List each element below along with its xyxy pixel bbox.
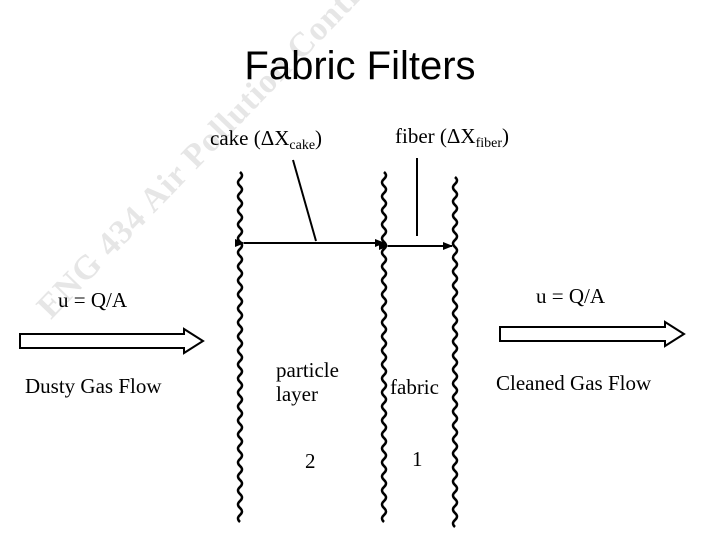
cake-left-boundary bbox=[236, 171, 244, 523]
fiber-thickness-label: fiber (ΔXfiber) bbox=[395, 124, 509, 151]
cake-leader-line bbox=[292, 159, 317, 242]
cake-thickness-label: cake (ΔXcake) bbox=[210, 126, 323, 153]
cleaned-gas-flow-label: Cleaned Gas Flow bbox=[496, 371, 652, 395]
cake-fabric-boundary bbox=[380, 171, 388, 523]
page-title: Fabric Filters bbox=[244, 44, 476, 88]
layer-number-1: 1 bbox=[412, 447, 423, 471]
dusty-gas-flow-label: Dusty Gas Flow bbox=[25, 374, 162, 398]
fabric-label: fabric bbox=[390, 375, 439, 399]
fabric-right-boundary bbox=[451, 176, 459, 528]
outlet-flow-arrow bbox=[499, 320, 686, 348]
inlet-velocity-label: u = Q/A bbox=[58, 288, 128, 312]
outlet-velocity-label: u = Q/A bbox=[536, 284, 606, 308]
inlet-flow-arrow bbox=[19, 327, 205, 355]
layer-number-2: 2 bbox=[305, 449, 316, 473]
particle-layer-label: particle layer bbox=[276, 358, 339, 406]
